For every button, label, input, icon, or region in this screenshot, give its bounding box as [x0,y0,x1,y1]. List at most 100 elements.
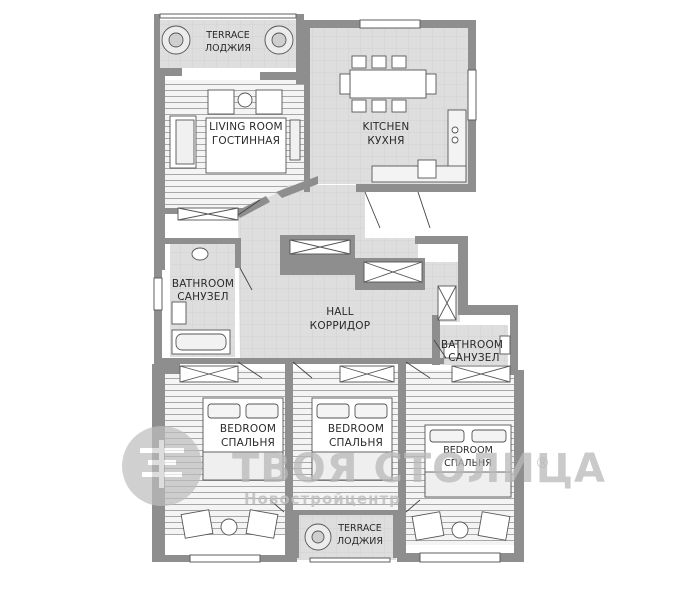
closet-door [451,365,511,383]
hall-label-en: HALL [326,306,354,318]
living-label-ru: ГОСТИННАЯ [212,135,280,147]
bathroom-right-label-ru: САНУЗЕЛ [448,352,499,364]
burner-icon [451,126,459,134]
chair-icon [351,99,367,113]
wall [285,364,293,560]
wall [154,90,165,270]
sink-icon [417,159,437,179]
wall [235,238,241,268]
armchair-icon [180,509,214,539]
wall [510,305,518,375]
pillow-icon [245,403,279,419]
watermark-sub: Новостройцентр [244,490,401,508]
door-leaf [239,267,253,291]
chair-icon [391,99,407,113]
pillow-icon [207,403,241,419]
window [189,554,261,563]
toilet-icon [443,343,459,359]
door-leaf [433,339,447,359]
doors [237,191,447,513]
bathroom-left-label-ru: САНУЗЕЛ [177,291,228,303]
wall [293,510,399,515]
pillow-icon [316,403,350,419]
armchair-icon [255,89,283,115]
door-leaf [417,191,431,229]
chair-icon [371,55,387,69]
wall [165,362,180,374]
wall [154,270,162,278]
terrace-top-label-en: TERRACE [205,30,250,41]
closet-door [363,261,423,283]
terrace-bottom-label-en: TERRACE [337,523,382,534]
wall [293,510,299,558]
plant-icon [311,530,325,544]
door-leaf [405,499,421,513]
window [419,552,501,563]
room-labels: TERRACE ЛОДЖИЯ LIVING ROOM ГОСТИННАЯ KIT… [172,30,503,547]
rug-icon [205,117,287,174]
blanket-icon [202,451,284,481]
plant-icon [271,32,287,48]
terrace-top-label-ru: ЛОДЖИЯ [205,43,251,54]
bathroom-left-label-en: BATHROOM [172,278,234,290]
sofa-cushion [175,119,195,165]
door-leaf [269,499,285,513]
armchair-icon [411,511,445,541]
living-label-en: LIVING ROOM [209,121,283,133]
closet-door [289,239,351,255]
blanket-icon [424,471,512,498]
armchair-icon [245,509,279,539]
wall [415,236,467,244]
wall [432,315,440,365]
side-table-icon [237,92,253,108]
watermark: ТВОЯ СТОЛИЦА ® Новостройцентр [122,426,606,508]
blanket-icon [311,451,393,481]
chair-icon [425,73,437,95]
chair-icon [339,73,351,95]
bedroom-3-label-ru: СПАЛЬНЯ [444,458,492,469]
watermark-logo-icon [122,426,202,506]
closet-door [339,365,395,383]
tv-unit-icon [289,119,301,161]
kitchen-label-ru: КУХНЯ [367,135,404,147]
bathtub-basin [175,333,227,351]
kitchen-floor [308,28,468,184]
chair-icon [351,55,367,69]
watermark-registered: ® [535,454,550,472]
bedroom-1-label-ru: СПАЛЬНЯ [221,437,275,449]
toilet-icon [191,247,209,261]
wall [154,68,182,90]
bedroom-3-label-en: BEDROOM [443,445,493,456]
wall [398,364,406,560]
pillow-icon [354,403,388,419]
plant-icon [168,32,184,48]
wall [356,184,476,192]
closet-door [177,207,239,221]
door-leaf [405,361,431,379]
window [153,277,163,311]
armchair-icon [477,511,511,541]
wall [154,310,162,370]
closet-door [179,365,239,383]
wall [304,20,310,192]
wall [458,236,518,315]
door-leaf [237,361,263,379]
window [467,69,477,121]
window [159,13,297,19]
burner-icon [451,136,459,144]
armchair-icon [207,89,235,115]
wall [276,176,318,198]
bedroom-1-label-en: BEDROOM [220,423,276,435]
wall [165,238,240,244]
bedroom-2-label-en: BEDROOM [328,423,384,435]
door-leaf [292,361,313,379]
bedroom-2-label-ru: СПАЛЬНЯ [329,437,383,449]
side-table-icon [220,518,238,536]
sink-icon [499,335,511,355]
wall [235,196,270,218]
window [359,19,421,29]
watermark-brand: ТВОЯ СТОЛИЦА [232,446,606,492]
chair-icon [371,99,387,113]
